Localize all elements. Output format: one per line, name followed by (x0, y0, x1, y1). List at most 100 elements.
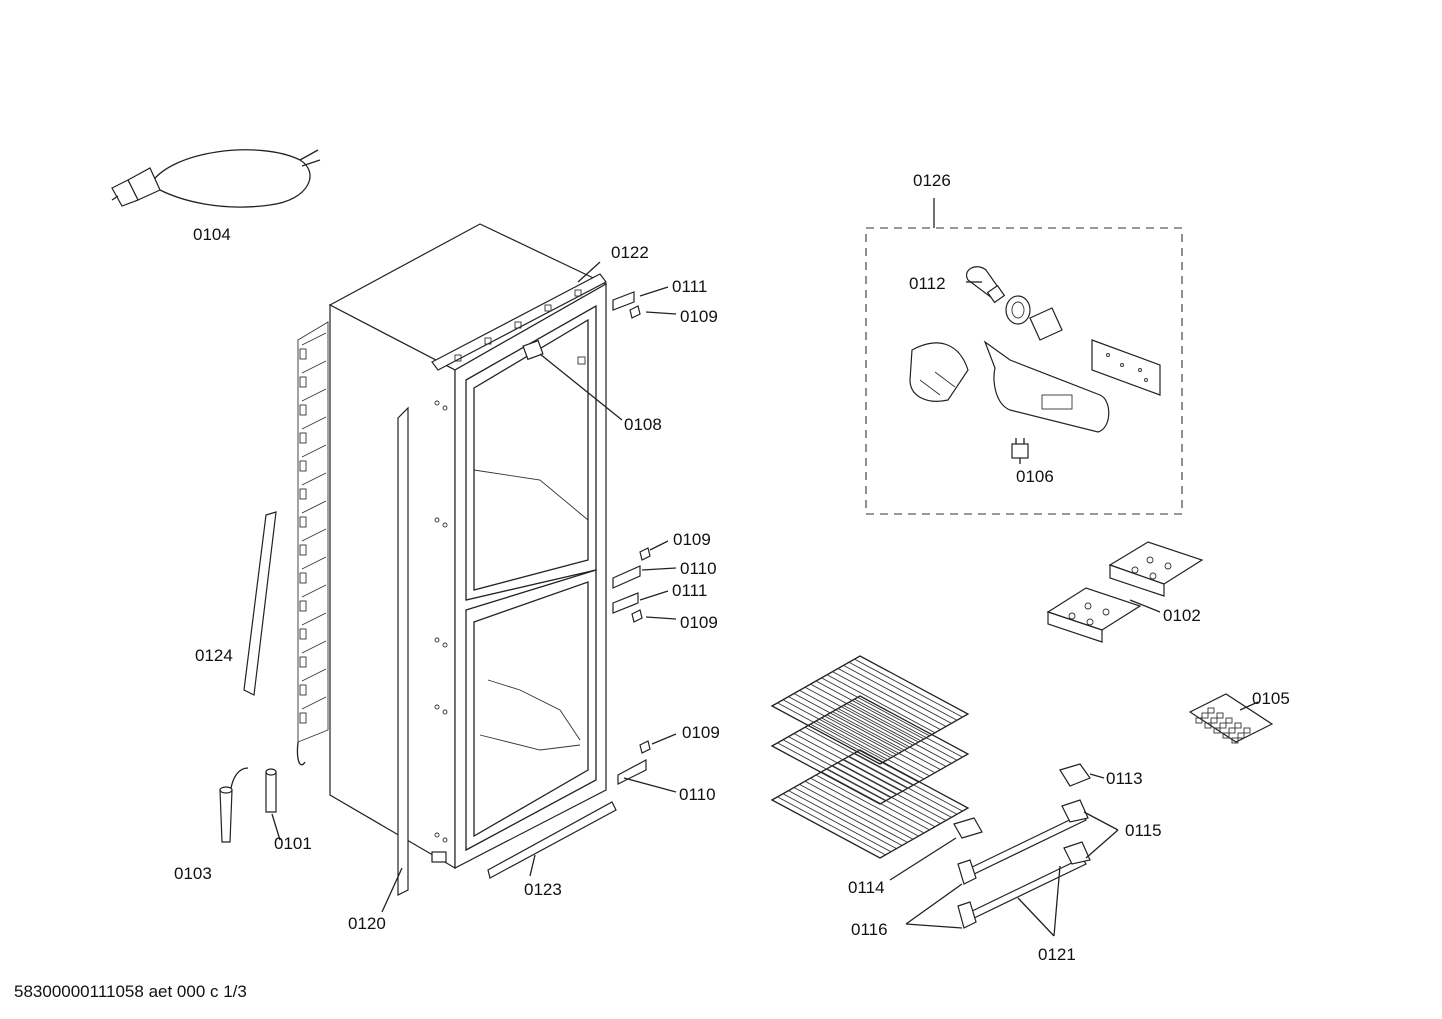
ice-cell (1222, 732, 1230, 739)
condenser-clip (299, 544, 307, 556)
condenser-clip (299, 348, 307, 360)
ice-cell (1228, 727, 1236, 734)
shelf-wire (804, 780, 914, 840)
leader-lines (271, 261, 1259, 937)
shelf-wire (782, 739, 892, 799)
shelf-wire (826, 674, 936, 734)
ice-cell (1210, 717, 1218, 724)
part-number-labels: 0104 0122 0111 0109 0108 0109 0110 0111 … (174, 171, 1290, 964)
sensor-part (219, 767, 277, 843)
shelf-wire (804, 686, 914, 746)
side-strip-part (243, 511, 277, 696)
condenser-clip (299, 376, 307, 388)
condenser-fin (301, 360, 327, 374)
label-0110-bottom: 0110 (679, 785, 716, 804)
hinge-parts (612, 291, 651, 785)
shelf-wire (848, 755, 958, 815)
shelf-wire (777, 742, 886, 802)
shelf-wire (826, 768, 936, 828)
shelf-wire (854, 752, 963, 812)
condenser-fin (301, 556, 327, 570)
label-0105: 0105 (1252, 689, 1290, 708)
label-0126: 0126 (913, 171, 951, 190)
label-0116: 0116 (851, 920, 888, 939)
condenser-clip (299, 460, 307, 472)
label-0122: 0122 (611, 243, 649, 262)
label-0113: 0113 (1106, 769, 1143, 788)
condenser-fin (301, 640, 327, 654)
shelf-wire (793, 733, 903, 792)
label-0104: 0104 (193, 225, 231, 244)
label-0109-mid: 0109 (673, 530, 711, 549)
condenser-clip (299, 712, 307, 724)
shelf-wire (837, 668, 947, 727)
cold-pack-part (1046, 541, 1204, 643)
condenser-fin (301, 584, 327, 598)
condenser-fin (301, 668, 327, 682)
ice-cell (1219, 722, 1227, 729)
shelf-wire (788, 790, 897, 850)
label-0102: 0102 (1163, 606, 1201, 625)
shelf-wire (793, 693, 903, 752)
ice-cell (1213, 727, 1221, 734)
shelf-wire (821, 717, 930, 777)
shelf-wire (843, 664, 952, 724)
shelf-wire (810, 683, 919, 743)
shelf-wire (848, 661, 958, 721)
wire-shelves-part (770, 655, 970, 859)
ice-cell (1195, 717, 1203, 724)
shelf-wire (782, 793, 892, 853)
label-0120: 0120 (348, 914, 386, 933)
ice-cell (1234, 722, 1242, 729)
ice-cell (1216, 712, 1224, 719)
ice-tray-part (1188, 693, 1274, 744)
ice-cell (1225, 717, 1233, 724)
ice-cell (1207, 707, 1215, 714)
shelf-wire (843, 704, 952, 764)
label-0103: 0103 (174, 864, 212, 883)
shelf-wire (777, 796, 886, 856)
label-0108: 0108 (624, 415, 662, 434)
shelf-wire (832, 671, 941, 731)
shelf-wire (848, 701, 958, 761)
condenser-clip (299, 684, 307, 696)
label-0111-mid: 0111 (672, 581, 707, 600)
ice-cell (1243, 727, 1251, 734)
top-rail-part (431, 273, 607, 371)
shelf-wire (815, 774, 925, 834)
shelf-wire (832, 711, 941, 771)
label-0110-mid: 0110 (680, 559, 717, 578)
shelf-wire (843, 758, 952, 818)
shelf-wire (810, 777, 919, 837)
wire-shelf (770, 749, 970, 859)
shelf-wire (788, 696, 897, 756)
condenser-fin (301, 416, 327, 430)
thermostat-part (522, 339, 586, 365)
label-0101: 0101 (274, 834, 312, 853)
shelf-wire (837, 762, 947, 821)
shelf-wire (799, 689, 908, 749)
condenser-clip (299, 516, 307, 528)
shelf-wire (788, 736, 897, 796)
label-0112: 0112 (909, 274, 946, 293)
label-0121: 0121 (1038, 945, 1076, 964)
label-0114: 0114 (848, 878, 885, 897)
condenser-fin (301, 332, 327, 346)
shelf-wire (821, 771, 930, 831)
shelf-wire (821, 677, 930, 737)
shelf-wire (854, 698, 963, 758)
label-0123: 0123 (524, 880, 562, 899)
label-0106: 0106 (1016, 467, 1054, 486)
label-0115: 0115 (1125, 821, 1162, 840)
condenser-fin (301, 472, 327, 486)
condenser-clip (299, 656, 307, 668)
shelf-bracket-parts (953, 763, 1091, 929)
condenser-fin (301, 612, 327, 626)
wire-shelf (770, 655, 970, 765)
cabinet-body-part (296, 223, 608, 870)
shelf-wire (854, 658, 963, 718)
ice-cell (1231, 737, 1239, 744)
shelf-wire (777, 702, 886, 762)
label-0124: 0124 (195, 646, 233, 665)
condenser-clip (299, 600, 307, 612)
